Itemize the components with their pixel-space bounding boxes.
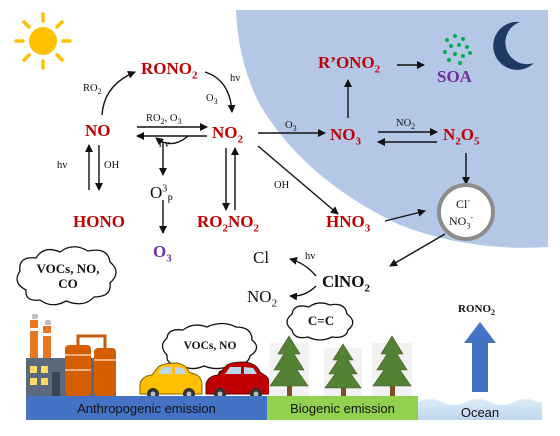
reagent-oh-left: OH (104, 160, 120, 171)
species-no2: NO2 (212, 123, 243, 146)
species-no3: NO3 (330, 125, 361, 148)
species-ro2no2: RO2NO2 (197, 212, 259, 235)
species-no2-product: NO2 (247, 287, 278, 310)
cloud-biogenic (286, 302, 354, 341)
arrow-no-to-rono2 (101, 71, 136, 116)
reagent-o3-no3: O3 (285, 120, 297, 134)
pine-trees-icon (269, 335, 412, 396)
sun-icon (14, 12, 72, 70)
species-o3: O3 (153, 242, 172, 265)
arrow-clno2-to-no2 (289, 285, 317, 301)
cloud-cars-text: VOCs, NO (183, 340, 237, 352)
reagent-ro2-o3-mid: RO2, O3 (146, 113, 182, 127)
species-hono: HONO (73, 212, 125, 231)
ocean-emission-arrow (464, 322, 496, 392)
species-soa: SOA (437, 67, 472, 86)
soa-particles-icon (443, 34, 472, 65)
reagent-o3-top: O3 (206, 93, 218, 107)
biogenic-bar (267, 396, 418, 420)
species-hno3: HNO3 (326, 212, 371, 235)
particle-cl-label: Cl- (456, 196, 471, 211)
species-no: NO (85, 121, 111, 140)
species-n2o5: N2O5 (443, 125, 480, 148)
cloud-anthropogenic (16, 246, 117, 306)
reagent-hv-left: hv (57, 160, 68, 171)
reagent-hv-clno2: hv (305, 251, 316, 262)
ocean-rono2-label: RONO2 (458, 303, 495, 318)
reagent-hv-top: hv (230, 73, 241, 84)
factory-icon (26, 314, 116, 396)
arrow-particle-to-clno2 (389, 233, 446, 267)
arrow-hv-curve-mid (155, 135, 189, 146)
biogenic-emission-label: Biogenic emission (290, 400, 395, 416)
species-clno2: ClNO2 (322, 272, 370, 295)
species-cl: Cl (253, 248, 270, 267)
reagent-oh-hno3: OH (274, 180, 290, 191)
anthropogenic-bar (26, 396, 267, 420)
ocean-label: Ocean (460, 404, 500, 420)
arrow-rono2-to-no2 (204, 71, 236, 113)
arrow-hno3-to-particle (384, 208, 426, 222)
arrow-clno2-to-cl (289, 256, 317, 277)
species-o3p: O3P (150, 183, 173, 206)
species-rono2: RONO2 (141, 59, 198, 82)
anthropogenic-emission-label: Anthropogenic emission (77, 400, 216, 416)
cloud-anthropogenic-text: VOCs, NO, CO (36, 261, 100, 291)
arrow-no2-to-hno3 (257, 145, 339, 215)
reagent-ro2-top: RO2 (83, 83, 102, 97)
particle-no3-label: NO3- (449, 213, 474, 231)
reagent-no2-n2o5: NO2 (396, 118, 416, 132)
particle-icon (437, 183, 495, 241)
ocean-bar (418, 399, 542, 420)
red-car-icon (205, 361, 271, 400)
moon-icon (493, 21, 534, 70)
species-r-ono2: R’ONO2 (318, 53, 381, 76)
cloud-biogenic-text: C=C (307, 313, 335, 328)
reagent-hv-mid: hv (159, 139, 170, 150)
